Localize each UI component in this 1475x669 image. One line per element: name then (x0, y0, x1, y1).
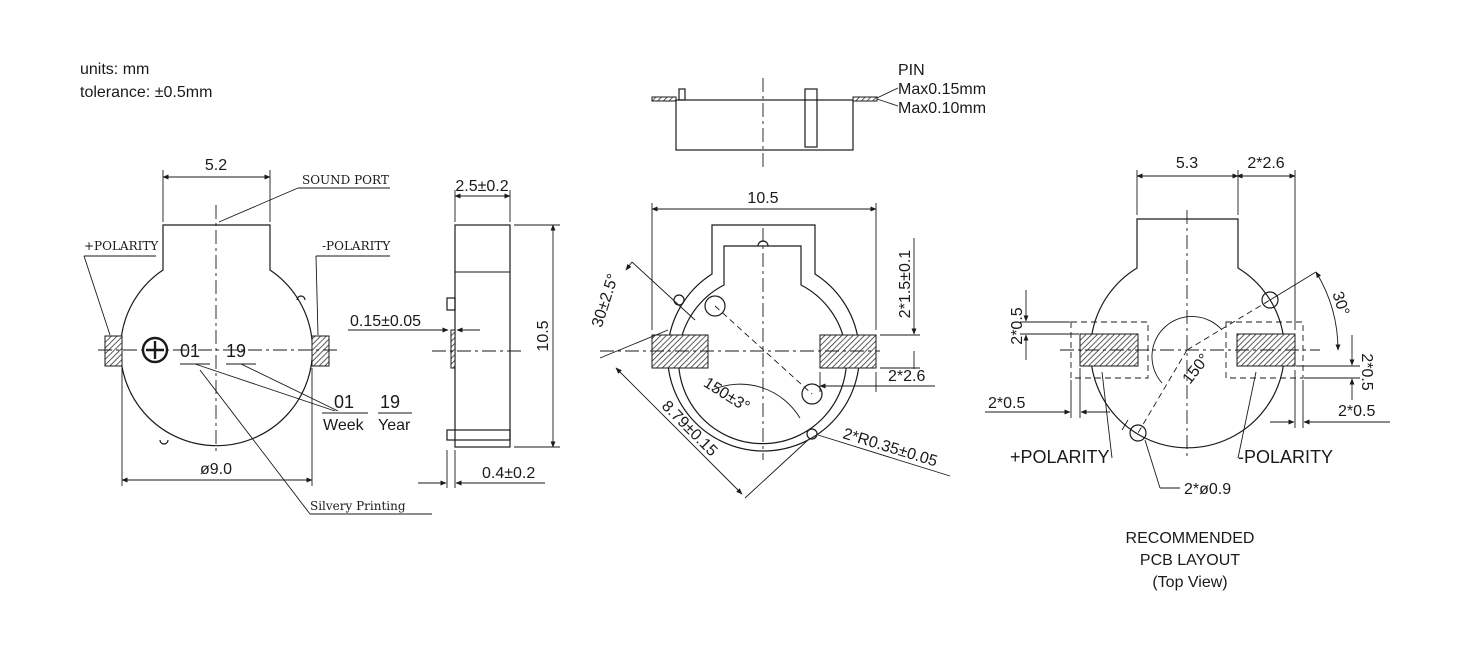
dim-width-top: 5.2 (205, 157, 227, 174)
dim-bottom-angle-small: 30±2.5° (589, 272, 622, 330)
pcb-dim-hole: 2*ø0.9 (1184, 481, 1231, 498)
dim-bottom-width: 10.5 (747, 190, 778, 207)
dim-bottom-angle: 150±3° (700, 375, 752, 416)
pin-bottom (446, 429, 511, 441)
pcb-caption-1: RECOMMENDED (1126, 530, 1255, 547)
pcb-dim-26: 2*2.6 (1247, 155, 1284, 172)
plus-pin (104, 335, 123, 367)
pin-view: PIN Max0.15mm Max0.10mm (651, 62, 986, 170)
dim-bottom-radius: 2*R0.35±0.05 (841, 426, 940, 471)
tolerance-note: tolerance: ±0.5mm (80, 84, 212, 101)
nub-bottom (159, 439, 169, 445)
pcb-hole-top (1261, 291, 1279, 309)
bottom-outer (666, 224, 861, 452)
bottom-pad-left (651, 334, 709, 369)
buzzer-outline (119, 224, 314, 447)
pcb-outline (1089, 218, 1286, 449)
pin-label: PIN (898, 62, 925, 79)
dim-pin-thickness: 0.15±0.05 (350, 313, 421, 330)
units-note: units: mm (80, 61, 149, 78)
bottom-inner (677, 245, 848, 445)
minus-pin (311, 335, 330, 367)
pin-left (651, 96, 677, 102)
pcb-dim-05-right-v: 2*0.5 (1358, 353, 1375, 390)
pin-right (852, 96, 878, 102)
dim-bottom-pad-w: 2*2.6 (888, 368, 925, 385)
dim-side-top: 2.5±0.2 (455, 178, 508, 195)
pcb-dim-05-left: 2*0.5 (1009, 307, 1026, 344)
bottom-pad-right (819, 334, 877, 369)
legend-year-num: 19 (380, 392, 400, 412)
pin-max-1: Max0.15mm (898, 81, 986, 98)
pin-max-2: Max0.10mm (898, 100, 986, 117)
legend-week: Week (323, 417, 365, 434)
minus-polarity-label: -POLARITY (322, 239, 391, 253)
dim-side-bottom: 0.4±0.2 (482, 465, 535, 482)
pin-body (675, 99, 854, 151)
pcb-layout: 150° 5.3 2*2.6 30° 2*0.5 2*0.5 2*0.5 2*0… (985, 155, 1390, 591)
dim-side-height: 10.5 (535, 320, 552, 351)
sound-port-label: SOUND PORT (302, 173, 389, 187)
pin-top-stub (446, 297, 456, 311)
plus-mark (141, 336, 169, 364)
plus-polarity-label: +POLARITY (84, 239, 159, 253)
pcb-caption-2: PCB LAYOUT (1140, 552, 1240, 569)
legend-year: Year (378, 417, 411, 434)
bottom-view: 10.5 2*1.5±0.1 2*2.6 30±2.5° 150±3° 8.79… (589, 190, 951, 499)
dim-bottom-diag: 8.79±0.15 (658, 398, 720, 460)
print-year: 19 (226, 341, 246, 361)
dim-diameter: ø9.0 (200, 461, 232, 478)
legend-week-num: 01 (334, 392, 354, 412)
side-view: 2.5±0.2 0.15±0.05 10.5 0.4±0.2 (348, 178, 560, 488)
side-body (454, 224, 511, 448)
pcb-caption-3: (Top View) (1152, 574, 1227, 591)
pcb-plus-polarity: +POLARITY (1010, 447, 1110, 467)
pcb-dim-30: 30° (1328, 289, 1352, 317)
dim-bottom-right: 2*1.5±0.1 (897, 250, 914, 318)
pcb-dim-150: 150° (1180, 351, 1214, 388)
print-week: 01 (180, 341, 200, 361)
pcb-dim-05-bottom-left: 2*0.5 (988, 395, 1025, 412)
pcb-minus-polarity: -POLARITY (1238, 447, 1333, 467)
pcb-dim-05-right-h: 2*0.5 (1338, 403, 1375, 420)
pcb-angle-arc (1151, 316, 1223, 384)
pcb-hole-bottom (1129, 424, 1147, 442)
side-pin (450, 329, 456, 369)
front-view: 01 19 01 19 Week Year 5.2 SOUND PORT +PO… (83, 157, 432, 515)
pcb-dim-53: 5.3 (1176, 155, 1198, 172)
nub-top (296, 295, 306, 301)
silvery-printing-label: Silvery Printing (310, 499, 406, 513)
